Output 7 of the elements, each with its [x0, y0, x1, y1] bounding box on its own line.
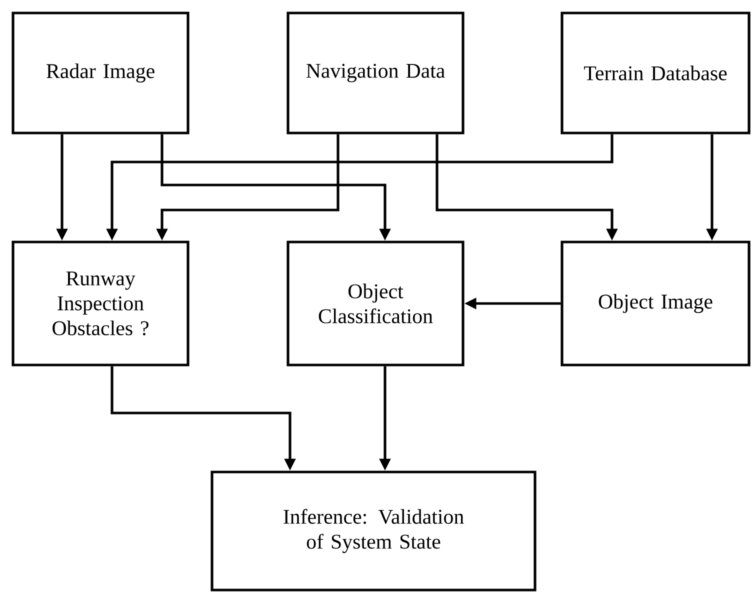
process-box: Inference: Validation of System State [210, 470, 536, 592]
process-box: Object Image [560, 240, 750, 366]
process-box: Radar Image [12, 12, 190, 134]
process-box: Navigation Data [286, 12, 464, 134]
process-box: Object Classification [286, 240, 464, 366]
process-box: Terrain Database [560, 12, 750, 134]
process-box: Runway Inspection Obstacles ? [12, 240, 190, 366]
